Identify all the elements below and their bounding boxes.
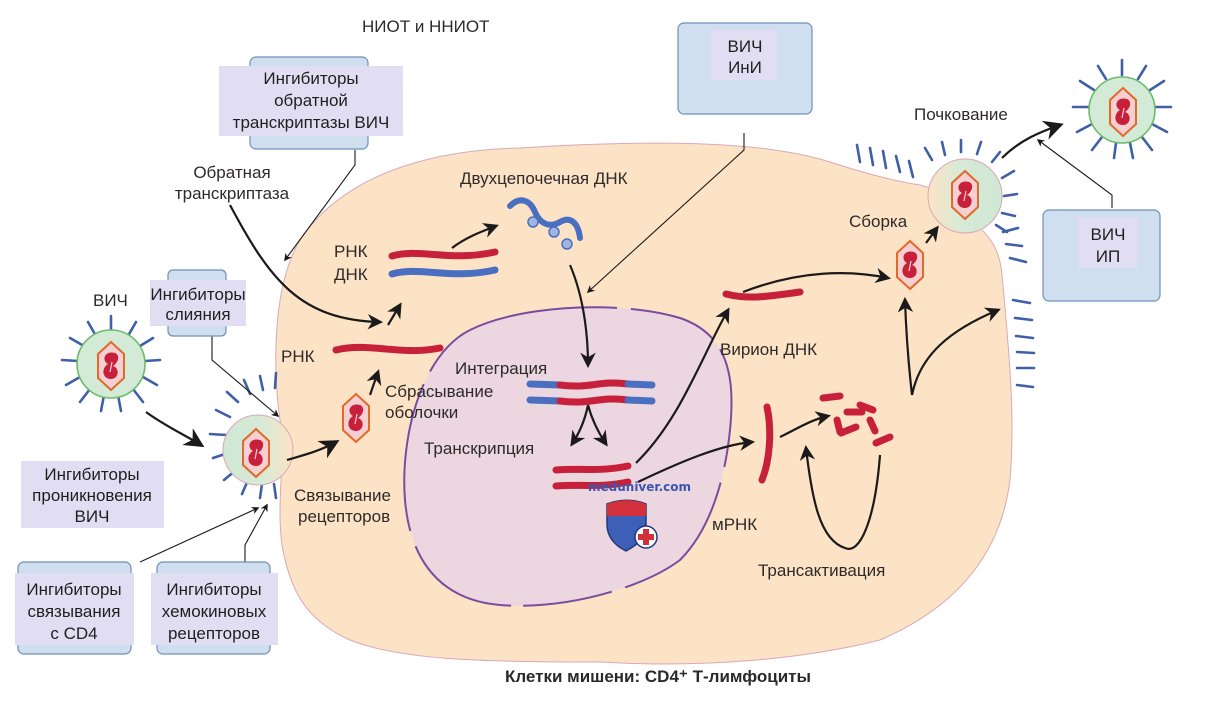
cd4-inhibitors-line1: Ингибиторы <box>26 580 121 599</box>
integrase-inhibitors-line2: ИнИ <box>728 58 762 77</box>
label-reverse-transcriptase-1: Обратная <box>193 163 270 182</box>
virion-rna-fragment <box>722 288 804 301</box>
label-uncoating-2: оболочки <box>385 403 458 422</box>
label-rna-top: РНК <box>334 242 368 261</box>
label-hiv: ВИЧ <box>93 291 128 310</box>
label-rna-mid: РНК <box>281 347 315 366</box>
released-hiv-virion <box>1071 58 1173 160</box>
label-assembly: Сборка <box>849 212 908 231</box>
label-ds-dna: Двухцепочечная ДНК <box>460 169 628 188</box>
integrated-dna <box>526 379 656 406</box>
entry-inhibitors-line3: ВИЧ <box>75 507 110 526</box>
free-hiv-virion-left <box>60 314 162 413</box>
cd4-inhibitors-line2: связывания <box>28 602 121 621</box>
label-uncoating-1: Сбрасывание <box>385 382 493 401</box>
diagram-caption: Клетки мишени: CD4⁺ Т-лимфоциты <box>505 667 811 686</box>
budding-virion <box>923 138 1019 234</box>
fusion-inhibitors-line2: слияния <box>165 305 230 324</box>
rt-inhibitors-line1: Ингибиторы <box>263 69 358 88</box>
cd4-inhibitors-line3: с CD4 <box>50 624 97 643</box>
entry-inhibitors-line1: Ингибиторы <box>44 465 139 484</box>
rt-inhibitors-line2: обратной <box>274 91 348 110</box>
entry-inhibitors-box: Ингибиторы проникновения ВИЧ <box>21 461 164 528</box>
label-mrna: мРНК <box>712 515 757 534</box>
flow-arrows <box>139 120 1113 563</box>
watermark-text: meduniver.com <box>588 480 691 494</box>
label-budding: Почкование <box>914 105 1008 124</box>
fusion-inhibitors-line1: Ингибиторы <box>150 285 245 304</box>
label-reverse-transcriptase-2: транскриптаза <box>175 184 290 203</box>
cd4-binding-inhibitors-box: Ингибиторы связывания с CD4 <box>15 561 134 655</box>
label-niot: НИОТ и ННИОТ <box>362 17 489 36</box>
cell-surface-receptors <box>855 143 1036 389</box>
transcribed-rna-1 <box>552 462 632 474</box>
dna-strand-top <box>388 266 499 278</box>
integrase-inhibitors-box: ВИЧ ИнИ <box>677 22 813 115</box>
assembly-capsid <box>896 240 924 290</box>
label-integration: Интеграция <box>455 359 547 378</box>
label-receptor-binding-2: рецепторов <box>298 507 390 526</box>
chemokine-inhibitors-line3: рецепторов <box>168 624 260 643</box>
label-virion-dna: Вирион ДНК <box>720 340 817 359</box>
label-dna-top: ДНК <box>334 265 368 284</box>
rt-inhibitors-box: Ингибиторы обратной транскриптазы ВИЧ <box>219 56 403 150</box>
entry-inhibitors-line2: проникновения <box>32 486 152 505</box>
rt-inhibitors-line3: транскриптазы ВИЧ <box>233 113 390 132</box>
transcribed-rna-2 <box>552 478 632 490</box>
chemokine-inhibitors-line2: хемокиновых <box>162 602 267 621</box>
mrna-strand <box>758 403 774 484</box>
label-receptor-binding-1: Связывание <box>294 486 391 505</box>
rna-strand-mid <box>332 343 444 355</box>
chemokine-inhibitors-line1: Ингибиторы <box>166 580 261 599</box>
label-transcription: Транскрипция <box>424 439 534 458</box>
binding-virion <box>208 371 294 500</box>
watermark-shield-icon <box>606 499 658 552</box>
integrase-inhibitors-line1: ВИЧ <box>728 37 763 56</box>
nucleus-membrane <box>403 306 733 607</box>
uncoating-capsid <box>342 393 370 443</box>
protease-inhibitors-box: ВИЧ ИП <box>1042 209 1161 302</box>
protease-inhibitors-line2: ИП <box>1096 247 1120 266</box>
viral-protein-fragments <box>819 392 894 447</box>
label-transactivation: Трансактивация <box>758 561 885 580</box>
ds-dna-helix <box>507 197 583 250</box>
fusion-inhibitors-box: Ингибиторы слияния <box>150 269 246 337</box>
protease-inhibitors-line1: ВИЧ <box>1091 225 1126 244</box>
rna-strand-top <box>388 248 499 260</box>
chemokine-receptor-inhibitors-box: Ингибиторы хемокиновых рецепторов <box>151 561 278 655</box>
